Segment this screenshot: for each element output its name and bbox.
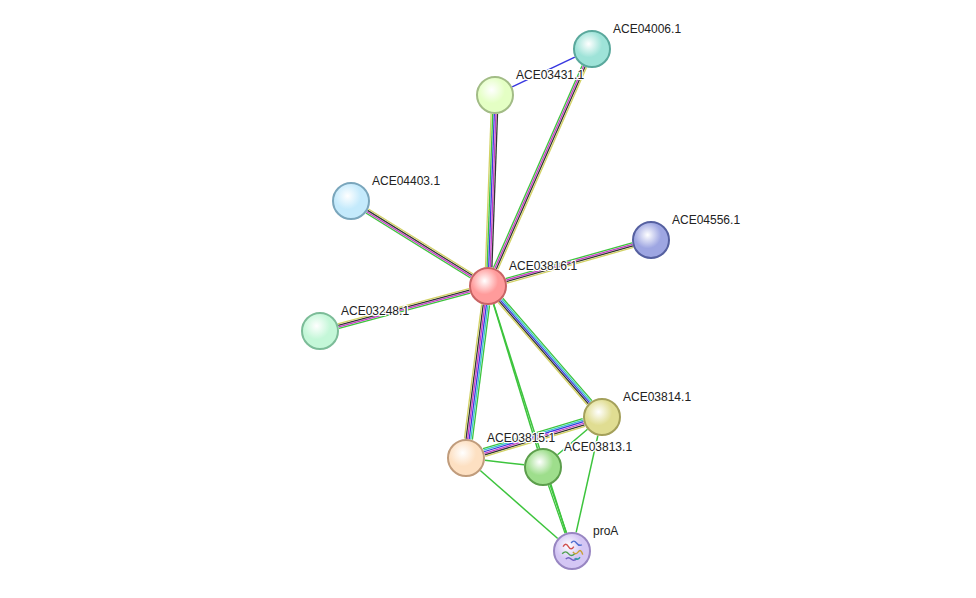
edge-strand — [492, 114, 498, 267]
edge-strand — [507, 246, 633, 282]
protein-node: ACE04006.1 — [573, 30, 611, 68]
protein-node: proA — [553, 532, 591, 570]
edge-strand — [466, 305, 483, 439]
node-label: ACE03813.1 — [564, 440, 632, 454]
protein-node: ACE03816.1 — [469, 267, 507, 305]
edge-strand — [338, 289, 469, 324]
edge-strand — [468, 305, 485, 439]
node-label: proA — [593, 524, 618, 538]
edge-strand — [550, 485, 567, 533]
edge-strand — [506, 244, 632, 280]
edge-strand — [485, 460, 524, 465]
interaction-edge — [338, 289, 471, 329]
node-label: ACE03248.1 — [341, 304, 409, 318]
interaction-edge — [548, 485, 566, 534]
protein-node: ACE04403.1 — [332, 182, 370, 220]
interaction-edge — [498, 298, 592, 405]
protein-node: ACE03815.1 — [447, 439, 485, 477]
protein-node: ACE04556.1 — [632, 221, 670, 259]
edge-strand — [338, 290, 469, 325]
edge-strand — [339, 293, 470, 328]
node-label: ACE04556.1 — [672, 213, 740, 227]
node-label: ACE03814.1 — [623, 390, 691, 404]
node-label: ACE04006.1 — [613, 22, 681, 36]
edge-strand — [503, 298, 592, 400]
edge-strand — [469, 305, 486, 439]
edge-strand — [498, 302, 587, 404]
edge-strand — [494, 304, 567, 533]
interaction-edge — [464, 304, 489, 439]
protein-node: ACE03813.1 — [524, 448, 562, 486]
interaction-edge — [506, 243, 634, 283]
protein-structure — [555, 534, 589, 568]
node-label: ACE03816.1 — [509, 259, 577, 273]
edge-strand — [464, 304, 481, 438]
edge-strand — [499, 301, 588, 403]
protein-node: ACE03248.1 — [301, 312, 339, 350]
node-label: ACE03815.1 — [487, 431, 555, 445]
interaction-edge — [486, 114, 498, 267]
edge-strand — [368, 210, 473, 275]
interaction-edge — [494, 304, 567, 533]
edge-strand — [339, 292, 470, 327]
edge-strand — [507, 247, 633, 283]
node-label: ACE04403.1 — [372, 174, 440, 188]
node-label: ACE03431.1 — [516, 68, 584, 82]
edge-strand — [500, 300, 589, 402]
interaction-edge — [485, 460, 524, 465]
protein-node: ACE03814.1 — [583, 398, 621, 436]
edge-strand — [366, 213, 471, 278]
edge-strand — [502, 299, 591, 401]
edge-strand — [548, 485, 565, 533]
edge-strand — [367, 212, 472, 277]
protein-node: ACE03431.1 — [476, 76, 514, 114]
interaction-edge — [366, 209, 473, 278]
edge-strand — [506, 243, 632, 279]
edge-strand — [368, 209, 473, 274]
